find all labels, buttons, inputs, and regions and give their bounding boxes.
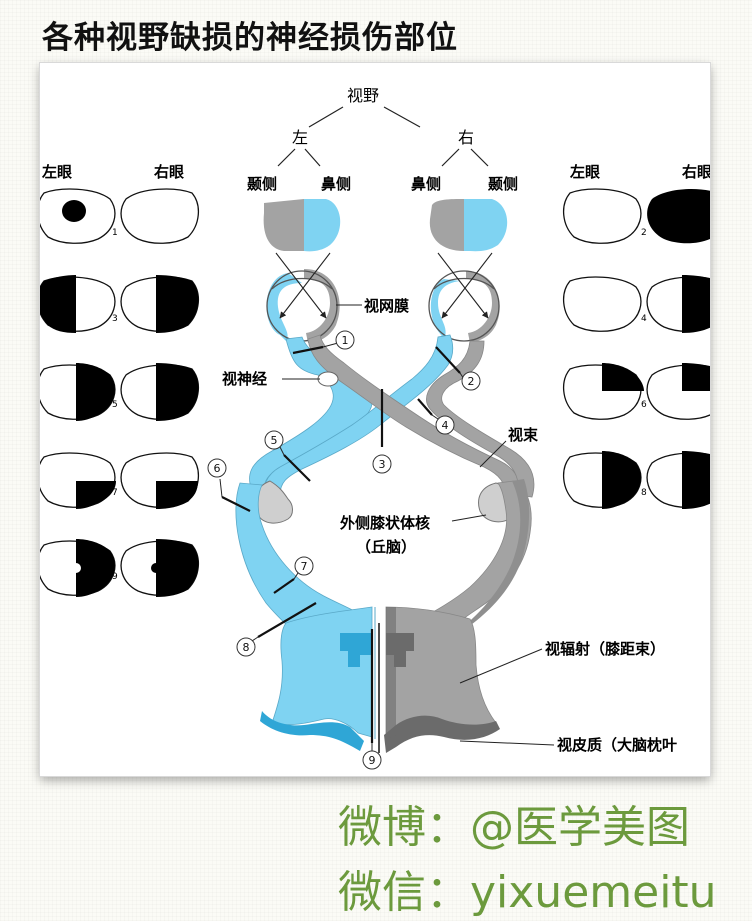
svg-text:8: 8: [641, 488, 647, 498]
optic-radiation-label: 视辐射（膝距束）: [545, 640, 665, 658]
svg-text:2: 2: [468, 375, 475, 388]
visual-field-label: 视野: [347, 86, 379, 105]
lesion-8: 8: [237, 637, 258, 656]
svg-text:6: 6: [214, 462, 221, 475]
left-eyeball: [267, 253, 340, 343]
defect-9: 9: [40, 539, 198, 597]
nasal-label-right: 鼻侧: [411, 175, 441, 193]
defect-8: 8: [564, 451, 710, 509]
svg-text:7: 7: [112, 488, 118, 498]
right-eye-header-right: 右眼: [682, 163, 710, 181]
defect-3: 3: [40, 275, 198, 333]
svg-text:9: 9: [112, 572, 118, 582]
defect-2: 2: [564, 189, 710, 243]
defect-6: 6: [564, 363, 710, 419]
lesion-7: 7: [294, 557, 313, 579]
lgn-sub-label: （丘脑）: [356, 538, 416, 556]
optic-nerve-label: 视神经: [222, 370, 267, 388]
svg-text:3: 3: [112, 314, 118, 324]
visual-cortex-label: 视皮质（大脑枕叶: [557, 736, 677, 754]
right-label: 右: [458, 128, 474, 147]
svg-text:8: 8: [243, 641, 250, 654]
temporal-label-right: 颞侧: [487, 175, 518, 193]
left-visual-field: [264, 199, 341, 251]
right-eyeball: [429, 253, 500, 343]
svg-text:2: 2: [641, 228, 647, 238]
retina-label: 视网膜: [364, 297, 409, 315]
temporal-label-left: 颞侧: [246, 175, 277, 193]
lesion-3: 3: [373, 455, 391, 473]
defect-1: 1: [40, 189, 198, 243]
svg-text:5: 5: [271, 434, 278, 447]
svg-text:4: 4: [442, 419, 449, 432]
svg-text:7: 7: [301, 560, 308, 573]
left-label: 左: [292, 128, 308, 147]
diagram-panel: 视野 左 右 颞侧 鼻侧 鼻侧 颞侧: [40, 63, 710, 776]
svg-text:5: 5: [112, 400, 118, 410]
svg-text:1: 1: [342, 334, 349, 347]
defect-4: 4: [564, 275, 710, 333]
defect-5: 5: [40, 363, 198, 421]
svg-text:1: 1: [112, 228, 118, 238]
right-eye-header-left: 右眼: [154, 163, 184, 181]
visual-pathway-diagram: 视野 左 右 颞侧 鼻侧 鼻侧 颞侧: [40, 63, 710, 776]
svg-text:6: 6: [641, 400, 647, 410]
watermark-weibo: 微博：@医学美图: [338, 791, 690, 855]
nasal-label-left: 鼻侧: [321, 175, 351, 193]
svg-text:9: 9: [369, 754, 376, 767]
svg-text:3: 3: [379, 458, 386, 471]
right-visual-field: [430, 199, 507, 251]
lgn-label: 外侧膝状体核: [339, 514, 430, 532]
defect-7: 7: [40, 453, 198, 509]
svg-text:4: 4: [641, 314, 647, 324]
optic-tract-label: 视束: [508, 426, 539, 444]
page-title: 各种视野缺损的神经损伤部位: [42, 12, 458, 57]
lesion-6: 6: [208, 459, 226, 497]
watermark-wechat: 微信：yixuemeitu: [338, 856, 717, 920]
left-eye-header-right: 左眼: [569, 163, 600, 181]
left-eye-header-left: 左眼: [41, 163, 72, 181]
